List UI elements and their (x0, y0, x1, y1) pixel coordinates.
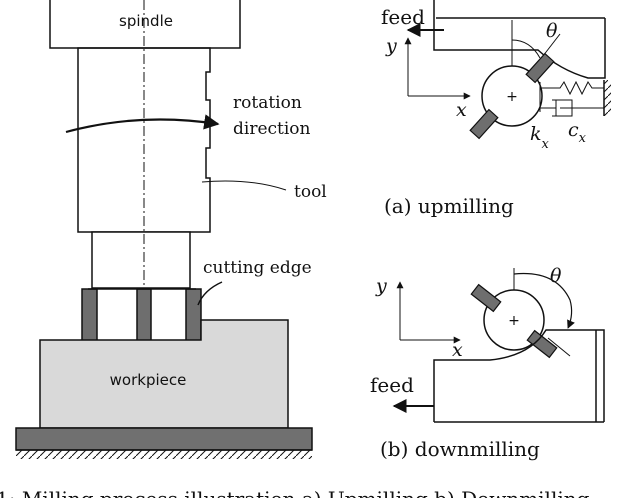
cutting-insert-center (136, 288, 152, 342)
tooth-upper-a (525, 52, 555, 84)
panel-downmilling: θ + y x feed (b) downmilling (370, 265, 605, 461)
rotation-label-line1: rotation (233, 93, 302, 113)
damper-cx (540, 99, 604, 117)
ground-hatching (16, 450, 312, 459)
tooth-upper-b (470, 283, 502, 313)
theta-label-a: θ (546, 20, 558, 42)
cut-chip-line-b (547, 337, 571, 357)
tooth-lower-b (526, 329, 558, 359)
cutting-edge-leader (197, 281, 223, 306)
tool-shank (77, 47, 211, 233)
left-panel: spindle rotation direction tool cutting … (15, 0, 327, 459)
wall-hatching-a (604, 80, 611, 116)
y-label-b: y (375, 275, 387, 297)
spindle-label: spindle (119, 12, 173, 30)
theta-arc-a (511, 39, 541, 59)
workpiece-label: workpiece (110, 371, 187, 389)
c-label: cx (568, 119, 587, 146)
spindle-body (49, 0, 241, 49)
figure-caption-fragment: 1: Milling process illustration a) Upmil… (0, 487, 590, 498)
y-label-a: y (385, 35, 397, 57)
cutting-insert-right (185, 288, 202, 342)
x-label-b: x (452, 339, 463, 361)
feed-label-a: feed (381, 5, 425, 29)
workpiece-outline-a (433, 17, 606, 79)
panel-upmilling: feed θ + y x kx cx (a) upmilling (381, 0, 611, 218)
cutter-circle-a (481, 65, 543, 127)
k-label: kx (530, 123, 550, 152)
tooth-lower-a (469, 108, 499, 140)
cutting-edge-label: cutting edge (203, 258, 312, 278)
tool-leader-line (201, 180, 287, 191)
cutter-center-a: + (506, 89, 518, 105)
theta-label-b: θ (550, 265, 562, 287)
caption-b: (b) downmilling (380, 437, 540, 461)
tool-label: tool (294, 182, 327, 202)
tool-neck (91, 231, 191, 289)
rotation-label-line2: direction (233, 119, 311, 139)
rotation-arrow (65, 114, 220, 134)
x-label-a: x (456, 99, 467, 121)
theta-arc-b (513, 272, 575, 329)
spring-kx (540, 80, 604, 96)
cutter-center-b: + (508, 313, 520, 329)
workpiece-outline-b (433, 329, 605, 423)
base-plate (15, 427, 313, 451)
cutting-insert-left (81, 288, 98, 342)
feed-label-b: feed (370, 373, 414, 397)
caption-a: (a) upmilling (384, 194, 514, 218)
